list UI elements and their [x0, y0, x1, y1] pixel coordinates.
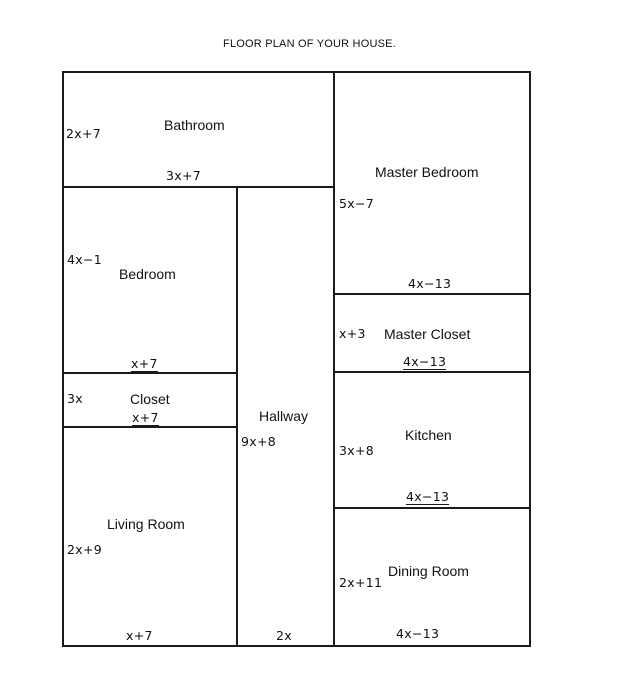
- dim-dining-room-height: 2x+11: [339, 575, 383, 590]
- outer-wall-left: [62, 71, 64, 647]
- outer-wall-right: [529, 71, 531, 647]
- wall-bedroom-bottom: [62, 372, 238, 374]
- dim-hallway-width: 2x: [276, 628, 292, 643]
- dim-bedroom-height: 4x−1: [67, 252, 102, 267]
- wall-center-vertical: [333, 71, 335, 647]
- dim-living-room-width: x+7: [126, 628, 153, 643]
- outer-wall-bottom: [62, 645, 531, 647]
- dim-master-bedroom-height: 5x−7: [339, 196, 374, 211]
- dim-dining-room-width: 4x−13: [396, 626, 440, 641]
- room-label-kitchen: Kitchen: [405, 427, 452, 443]
- wall-master-bedroom-bottom: [333, 293, 531, 295]
- dim-living-room-height: 2x+9: [67, 542, 102, 557]
- room-label-bedroom: Bedroom: [119, 266, 176, 282]
- wall-master-closet-bottom: [333, 371, 531, 373]
- page-title: FLOOR PLAN OF YOUR HOUSE.: [223, 38, 396, 50]
- dim-master-closet-height: x+3: [339, 326, 366, 341]
- wall-closet-bottom: [62, 426, 238, 428]
- dim-bathroom-width: 3x+7: [166, 168, 201, 183]
- dim-kitchen-width: 4x−13: [406, 489, 450, 505]
- room-label-hallway: Hallway: [259, 408, 309, 424]
- dim-closet-height: 3x: [67, 391, 83, 406]
- room-label-dining-room: Dining Room: [388, 563, 469, 579]
- dim-bedroom-width: x+7: [131, 356, 158, 372]
- wall-hallway-left: [236, 186, 238, 647]
- dim-bathroom-height: 2x+7: [66, 126, 101, 141]
- room-label-living-room: Living Room: [107, 516, 185, 532]
- room-label-bathroom: Bathroom: [164, 117, 225, 133]
- room-label-master-bedroom: Master Bedroom: [375, 164, 479, 180]
- dim-kitchen-height: 3x+8: [339, 443, 374, 458]
- room-label-closet: Closet: [130, 391, 170, 407]
- wall-bathroom-bottom: [62, 186, 335, 188]
- dim-master-bedroom-width: 4x−13: [408, 276, 452, 291]
- dim-closet-width: x+7: [132, 410, 159, 426]
- room-label-master-closet: Master Closet: [384, 326, 471, 342]
- dim-hallway-height: 9x+8: [241, 434, 276, 449]
- outer-wall-top: [62, 71, 531, 73]
- dim-master-closet-width: 4x−13: [403, 354, 447, 370]
- wall-kitchen-bottom: [333, 507, 531, 509]
